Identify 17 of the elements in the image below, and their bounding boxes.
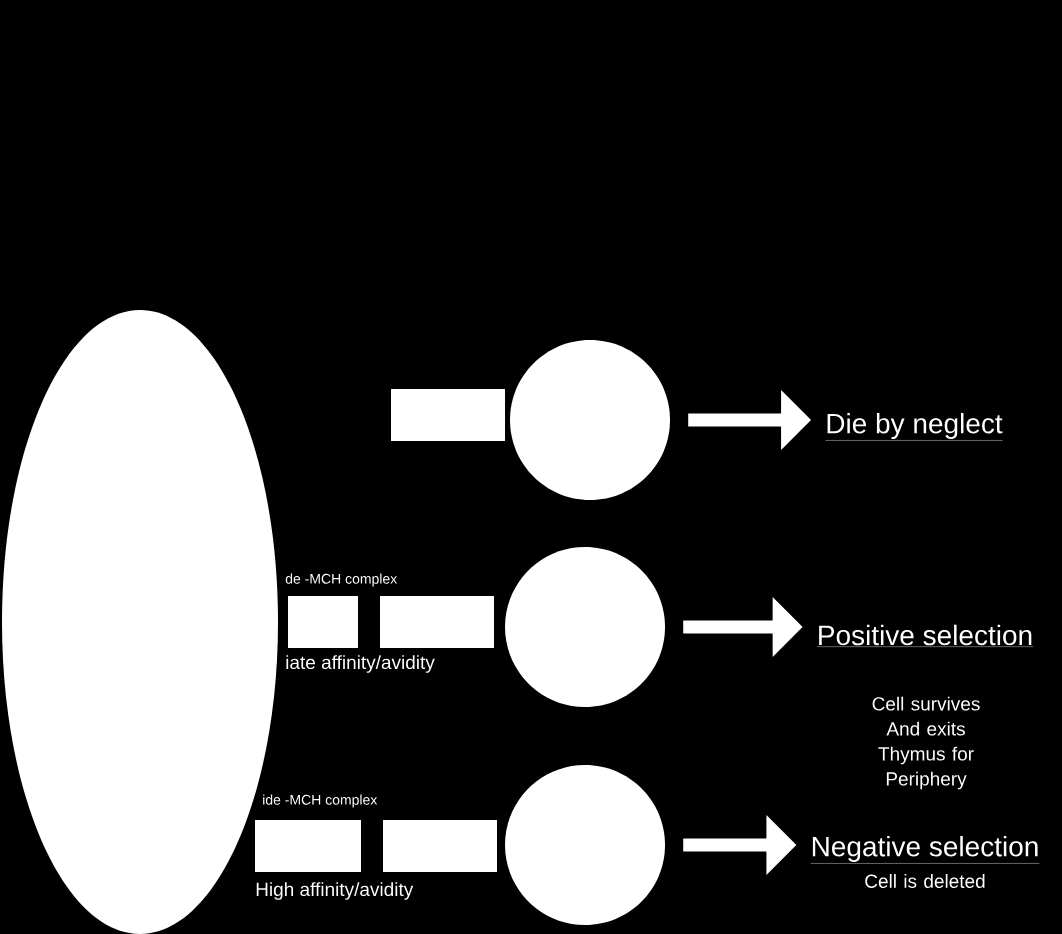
rectangle-box (288, 596, 358, 648)
rectangle-box (380, 596, 494, 648)
outcome-heading: Negative selection (810, 835, 1040, 864)
outcome-heading: Positive selection (816, 624, 1034, 647)
rectangle-box (255, 820, 361, 872)
outcome-note: Cell is deleted (865, 874, 985, 888)
circle-shape (505, 547, 665, 707)
circle-shape (510, 340, 670, 500)
affinity-label: High affinity/avidity (256, 882, 414, 900)
complex-label: de -MCH complex (285, 573, 398, 587)
outcome-note: Cell survives And exits Thymus for Periphery (872, 696, 980, 790)
circle-shape (505, 765, 665, 925)
outcome-heading: Die by neglect (825, 412, 1003, 441)
rectangle-box (391, 389, 505, 441)
affinity-label: iate affinity/avidity (286, 655, 435, 673)
complex-label: ide -MCH complex (263, 794, 378, 808)
rectangle-box (383, 820, 497, 872)
